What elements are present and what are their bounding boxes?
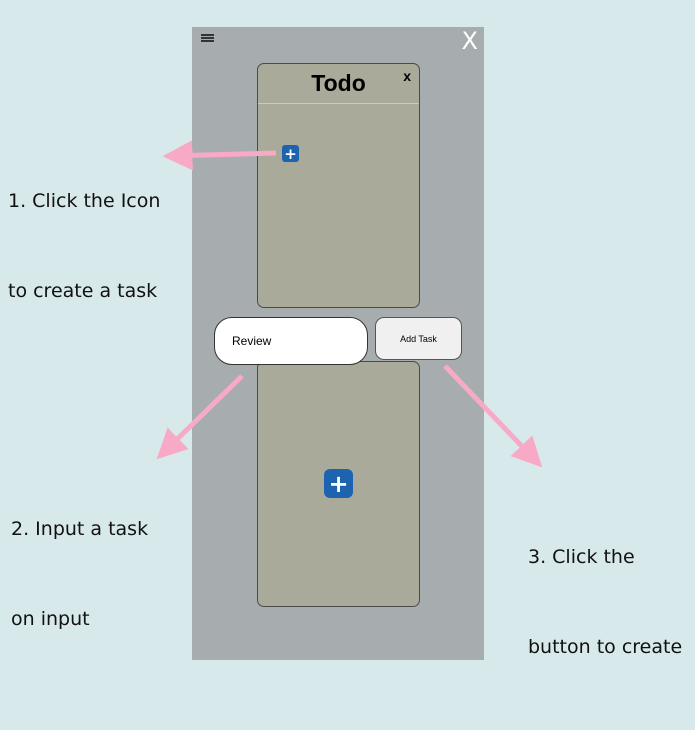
todo-card: Todo x + [257,63,420,308]
add-card-plus-icon[interactable]: + [324,469,353,498]
menu-icon[interactable] [201,34,214,42]
card-title: Todo [311,70,366,96]
annotation-line: 1. Click the Icon [8,190,161,212]
annotation-line: 3. Click the [528,546,635,568]
arrow-to-task-input [156,374,244,460]
annotation-line: button to create [528,636,683,658]
annotation-line: to create a task [8,280,158,302]
task-input[interactable] [214,317,368,365]
close-app-icon[interactable]: X [461,27,478,55]
arrow-to-plus-icon [162,140,277,171]
annotation-line: 2. Input a task [11,518,149,540]
new-card-placeholder: + [257,361,420,607]
annotation-step-1: 1. Click the Icon to create a task [8,126,160,336]
annotation-step-2: 2. Input a task on input [11,454,148,664]
card-divider [258,103,419,104]
annotation-step-3: 3. Click the button to create [528,482,682,692]
arrow-to-add-button [443,364,543,468]
card-close-icon[interactable]: x [403,68,411,84]
annotation-line: on input [11,608,90,630]
add-task-button[interactable]: Add Task [375,317,462,360]
add-task-plus-icon[interactable]: + [282,145,299,163]
